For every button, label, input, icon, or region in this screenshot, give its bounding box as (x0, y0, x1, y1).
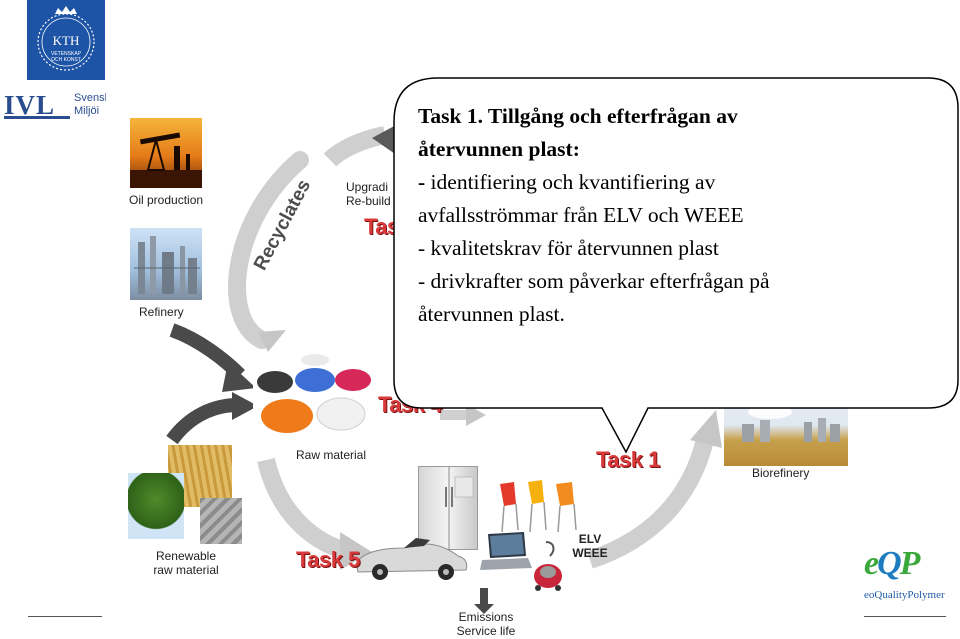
bubble-line-2: avfallsströmmar från ELV och WEEE (418, 203, 744, 227)
label-elv-weee: ELV WEEE (570, 532, 610, 560)
renewable-arrow (166, 398, 239, 445)
speech-bubble-shape (393, 77, 959, 454)
bubble-line-5: återvunnen plast. (418, 302, 565, 326)
bubble-line-3: - kvalitetskrav för återvunnen plast (418, 236, 719, 260)
cycle-arrowhead-recycle (258, 330, 286, 352)
label-upgrading-rebuild: Upgradi Re-build (346, 180, 410, 208)
cycle-ring-bottom-right (587, 437, 714, 569)
label-elv: ELV (578, 532, 602, 546)
ivl-mark: IVL (4, 90, 56, 120)
kth-mark: KTH (53, 33, 80, 48)
vacuum-icon (534, 541, 562, 591)
label-service-life: Service life (456, 624, 516, 638)
cycle-arrowhead-bottom-right (690, 410, 722, 448)
eqp-text: eoQualityPolymer (864, 589, 945, 601)
fridge-photo (418, 466, 478, 550)
label-emissions-service-life: Emissions Service life (450, 610, 522, 638)
bubble-heading-2: återvunnen plast: (418, 137, 580, 161)
kth-logo: KTH VETENSKAP OCH KONST (27, 0, 105, 80)
kth-sub-1: VETENSKAP (51, 51, 82, 57)
footer-divider-left (28, 616, 102, 617)
task4-arrowhead (466, 404, 486, 426)
chairs-photo (496, 478, 582, 536)
label-oil-production: Oil production (129, 193, 204, 207)
wood-photo (200, 498, 242, 544)
kth-crest-icon: KTH VETENSKAP OCH KONST (37, 6, 95, 71)
bubble-heading-1: Task 1. Tillgång och efterfrågan av (418, 104, 738, 128)
cycle-arrowhead-top (372, 124, 398, 156)
cycle-ring-left (228, 151, 309, 349)
label-refinery: Refinery (139, 305, 184, 319)
refinery-photo (130, 228, 202, 300)
tree-photo (128, 473, 184, 539)
ivl-text-2: Miljöi (74, 105, 100, 117)
label-renewable-line-2: raw material (153, 563, 219, 577)
label-emissions: Emissions (458, 610, 514, 624)
raw-material-photo (253, 352, 375, 444)
chairs-icon (500, 480, 577, 533)
oil-pump-icon (130, 132, 202, 188)
label-renewable-line-1: Renewable (155, 549, 217, 563)
plastic-pellets-icon (257, 354, 371, 433)
bubble-line-1: - identifiering och kvantifiering av (418, 166, 938, 199)
footer-divider-right (864, 616, 946, 617)
bubble-line-1-dash: - (418, 170, 426, 194)
task-3-label: Tas (364, 214, 396, 239)
label-rebuild: Re-build (346, 194, 391, 208)
bubble-line-1-text: identifiering och kvantifiering av (425, 170, 716, 194)
label-upgrading: Upgradi (346, 180, 389, 194)
bubble-line-4: - drivkrafter som påverkar efterfrågan p… (418, 269, 770, 293)
eqp-mark-q: Q (877, 545, 902, 582)
label-weee: WEEE (572, 546, 608, 560)
ivl-logo: IVL Svensk Miljöi (4, 88, 106, 122)
cycle-ring-bottom-left (257, 457, 353, 561)
eqp-logo: eQP eoQualityPolymer (864, 545, 960, 605)
oil-production-photo (130, 118, 202, 188)
eqp-mark-e: e (864, 545, 879, 582)
biorefinery-photo (724, 398, 848, 466)
cycle-arrowhead-bottom-left (340, 532, 372, 570)
refinery-icon (134, 236, 200, 294)
fridge-icon (445, 467, 474, 549)
eqp-mark-p: P (899, 545, 921, 582)
eqp-mark: eQP (864, 545, 921, 583)
task-1-label: Task 1 (596, 447, 660, 472)
label-biorefinery: Biorefinery (752, 466, 810, 480)
laptop-photo (478, 530, 534, 574)
car-photo (352, 530, 470, 586)
kth-sub-2: OCH KONST (51, 57, 81, 63)
speech-bubble-text: Task 1. Tillgång och efterfrågan av åter… (418, 100, 938, 331)
refinery-arrowhead (222, 362, 256, 392)
car-icon (355, 538, 468, 580)
label-renewable-raw-material: Renewable raw material (148, 549, 224, 577)
laptop-icon (480, 532, 532, 570)
task-5-label: Task 5 (296, 547, 360, 572)
emissions-arrowhead (474, 604, 494, 614)
ivl-bar (4, 116, 70, 119)
label-raw-material: Raw material (296, 448, 367, 462)
vacuum-photo (528, 540, 566, 592)
ivl-text-1: Svensk (74, 92, 106, 104)
renewable-arrowhead (232, 392, 258, 420)
